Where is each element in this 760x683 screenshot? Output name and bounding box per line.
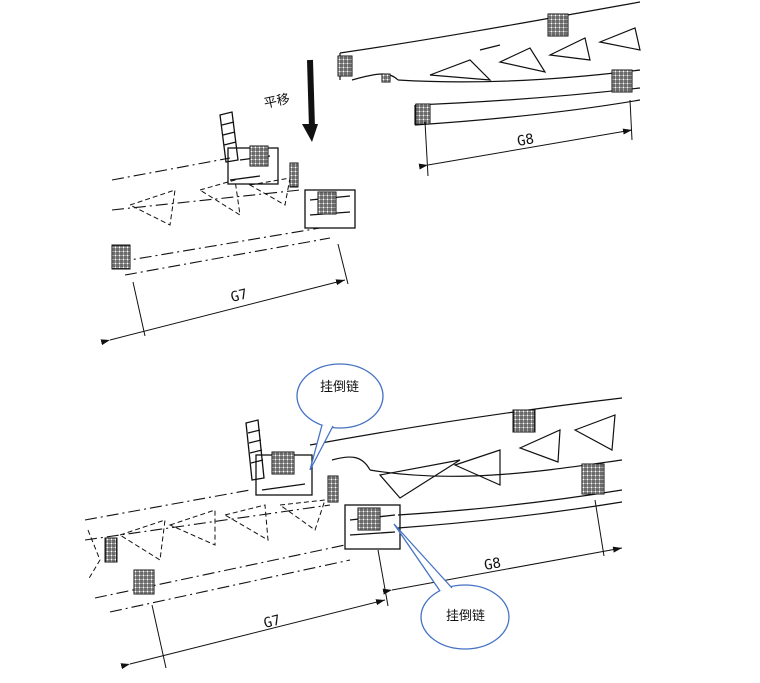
- g7-webs-bottom: [87, 499, 326, 581]
- erection-trolley-top: [219, 111, 279, 185]
- trolley-block-top-1: [249, 145, 269, 167]
- g8-top-block-4: [415, 103, 431, 125]
- g8-top-block-5: [381, 73, 391, 83]
- g8-top-block-3: [337, 55, 353, 77]
- g7-bottom-block-1: [104, 537, 118, 563]
- g7-dimension-bottom: [120, 549, 389, 670]
- g7-bottom-block-top: [111, 244, 131, 270]
- trolley-block-top-2: [289, 162, 299, 188]
- g8-dimension-bottom: [382, 499, 623, 595]
- g7-webs-top: [128, 177, 291, 226]
- move-arrow: [302, 59, 318, 142]
- trolley-block-bottom-2: [327, 475, 339, 503]
- g8-segment-top: [339, 1, 641, 126]
- trolley-block-bottom-1: [271, 451, 295, 475]
- top-panel: G8 平移: [100, 1, 641, 346]
- g8-dimension-top: [418, 99, 633, 177]
- chain-hoist-callout-2-text: 挂倒链: [446, 609, 485, 624]
- g8-top-block-1: [547, 13, 569, 37]
- g7-bottom-block-2: [133, 569, 155, 595]
- bottom-panel: G7 G8 挂倒链 挂倒链: [84, 363, 623, 670]
- g7-segment-top: [111, 157, 331, 276]
- trolley-block-top-3: [317, 191, 337, 215]
- g8-top-block-2: [611, 69, 633, 93]
- chain-hoist-callout-2: 挂倒链: [393, 523, 510, 650]
- g7-dimension-top: [100, 243, 349, 346]
- g7-label-bottom: G7: [262, 612, 282, 632]
- g7-label-top: G7: [229, 286, 249, 306]
- g8-label-bottom: G8: [483, 555, 502, 574]
- g7-segment-bottom: [84, 489, 351, 613]
- chain-hoist-callout-1: 挂倒链: [296, 363, 384, 471]
- trolley-block-bottom-3: [357, 507, 381, 531]
- g8-bottom-block-2: [581, 463, 605, 495]
- chain-hoist-callout-1-text: 挂倒链: [320, 380, 359, 395]
- move-label: 平移: [263, 92, 292, 112]
- g8-bottom-block-1: [512, 409, 536, 433]
- g8-label-top: G8: [516, 131, 535, 150]
